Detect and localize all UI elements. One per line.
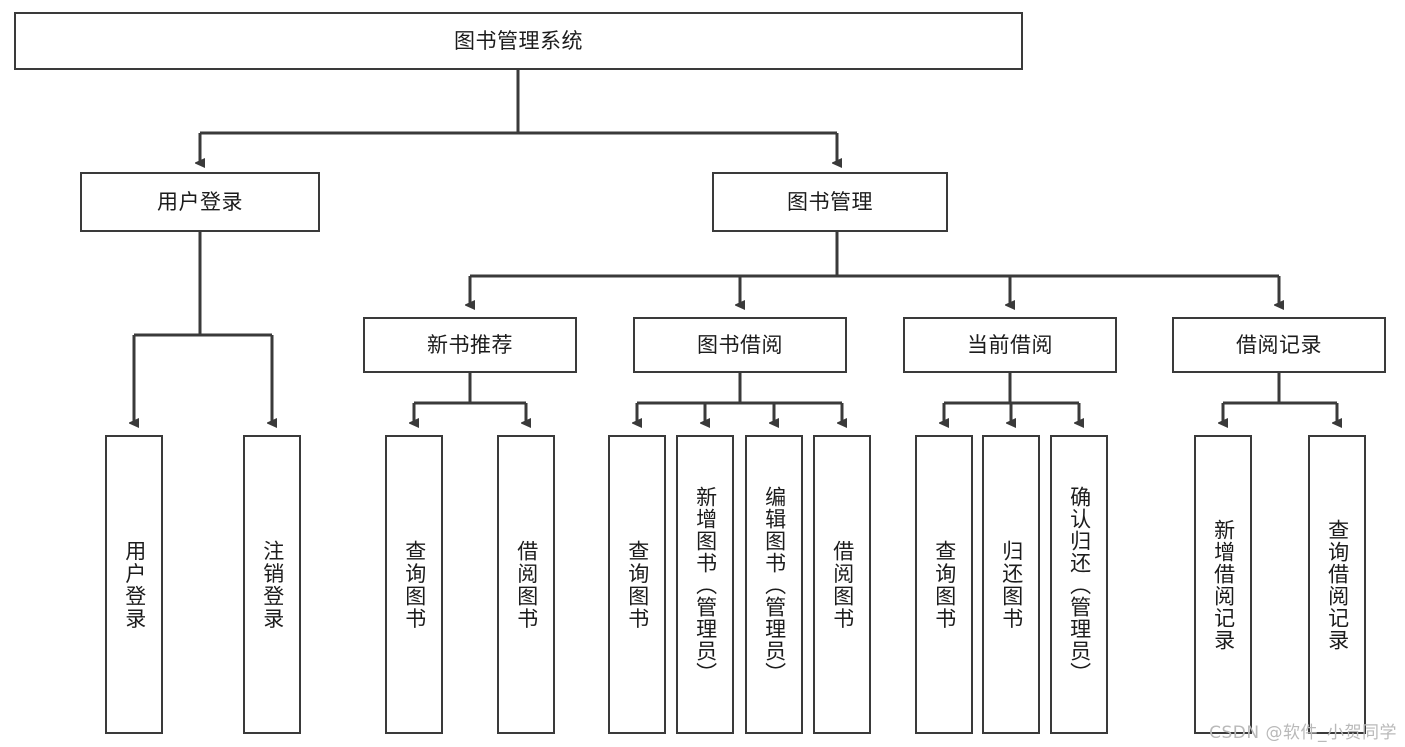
node-leaf-query-book-3[interactable]: 查询图书 [915,435,973,734]
node-new-book-recommend-label: 新书推荐 [427,332,513,357]
node-leaf-user-logout-label: 注销登录 [260,539,285,630]
node-leaf-add-book-label: 新增图书（管理员） [693,485,718,684]
node-leaf-edit-book-label: 编辑图书（管理员） [762,485,787,684]
node-leaf-query-record-label: 查询借阅记录 [1325,518,1350,651]
node-leaf-query-book-3-label: 查询图书 [932,539,957,630]
node-user-login-label: 用户登录 [157,189,243,214]
node-leaf-confirm-return[interactable]: 确认归还（管理员） [1050,435,1108,734]
node-new-book-recommend[interactable]: 新书推荐 [363,317,577,373]
node-book-borrow[interactable]: 图书借阅 [633,317,847,373]
node-leaf-borrow-book-1[interactable]: 借阅图书 [497,435,555,734]
node-borrow-record[interactable]: 借阅记录 [1172,317,1386,373]
node-book-management[interactable]: 图书管理 [712,172,948,232]
node-current-borrow-label: 当前借阅 [967,332,1053,357]
node-leaf-query-book-1-label: 查询图书 [402,539,427,630]
node-leaf-add-record-label: 新增借阅记录 [1211,518,1236,651]
node-leaf-query-book-1[interactable]: 查询图书 [385,435,443,734]
node-leaf-add-record[interactable]: 新增借阅记录 [1194,435,1252,734]
node-leaf-user-logout[interactable]: 注销登录 [243,435,301,734]
node-user-login[interactable]: 用户登录 [80,172,320,232]
node-leaf-query-record[interactable]: 查询借阅记录 [1308,435,1366,734]
node-leaf-query-book-2-label: 查询图书 [625,539,650,630]
node-leaf-return-book-label: 归还图书 [999,539,1024,630]
node-book-management-label: 图书管理 [787,189,873,214]
node-leaf-borrow-book-1-label: 借阅图书 [514,539,539,630]
node-leaf-user-login[interactable]: 用户登录 [105,435,163,734]
node-current-borrow[interactable]: 当前借阅 [903,317,1117,373]
node-leaf-borrow-book-2-label: 借阅图书 [830,539,855,630]
csdn-watermark: CSDN @软件_小贺同学 [1209,723,1397,743]
node-leaf-add-book[interactable]: 新增图书（管理员） [676,435,734,734]
node-leaf-confirm-return-label: 确认归还（管理员） [1067,485,1092,684]
node-leaf-borrow-book-2[interactable]: 借阅图书 [813,435,871,734]
node-leaf-query-book-2[interactable]: 查询图书 [608,435,666,734]
node-borrow-record-label: 借阅记录 [1236,332,1322,357]
node-leaf-return-book[interactable]: 归还图书 [982,435,1040,734]
node-book-borrow-label: 图书借阅 [697,332,783,357]
node-root-label: 图书管理系统 [454,28,583,53]
node-leaf-user-login-label: 用户登录 [122,539,147,630]
node-leaf-edit-book[interactable]: 编辑图书（管理员） [745,435,803,734]
node-root[interactable]: 图书管理系统 [14,12,1023,70]
